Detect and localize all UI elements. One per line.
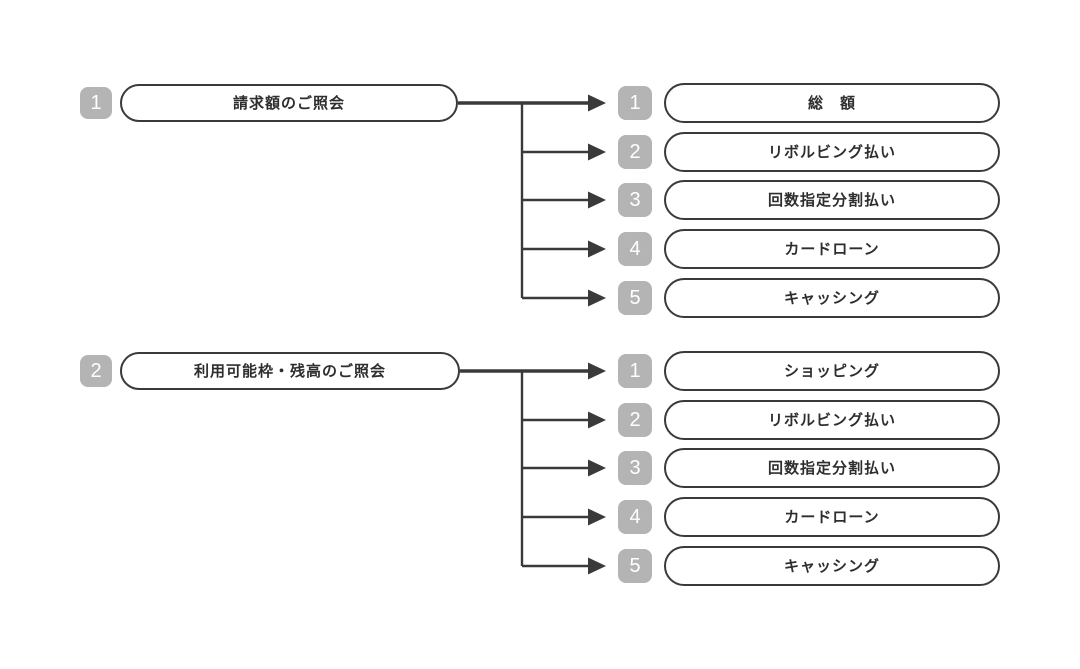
group-1-child-1-label: 総 額 <box>807 94 856 112</box>
group-2-child-1-label: ショッピング <box>783 362 880 380</box>
parent-1-number: 1 <box>90 92 102 114</box>
group-2-child-5-label: キャッシング <box>783 557 880 575</box>
group-2-child-4-number: 4 <box>629 506 641 528</box>
group-1-child-4-label: カードローン <box>784 240 880 258</box>
group-2-child-5-number: 5 <box>629 555 641 577</box>
arrowhead-icon <box>588 240 606 258</box>
group-2-child-3-box: 回数指定分割払い <box>664 448 1000 488</box>
group-1-child-3-number-badge: 3 <box>618 183 652 217</box>
group-2-child-5-number-badge: 5 <box>618 549 652 583</box>
group-2-child-1-number-badge: 1 <box>618 354 652 388</box>
arrowhead-icon <box>588 143 606 161</box>
group-2-child-5-box: キャッシング <box>664 546 1000 586</box>
group-1-child-2-label: リボルビング払い <box>767 143 896 161</box>
group-2-child-2-box: リボルビング払い <box>664 400 1000 440</box>
arrowhead-icon <box>588 289 606 307</box>
group-1-child-3-label: 回数指定分割払い <box>767 191 896 209</box>
group-2-child-4-label: カードローン <box>784 508 880 526</box>
arrowhead-icon <box>588 459 606 477</box>
parent-1-box: 請求額のご照会 <box>120 84 458 122</box>
parent-1-number-badge: 1 <box>80 87 112 119</box>
parent-1-label: 請求額のご照会 <box>232 94 345 112</box>
parent-2-number: 2 <box>90 360 102 382</box>
group-2-child-4-box: カードローン <box>664 497 1000 537</box>
group-1-child-3-number: 3 <box>629 189 641 211</box>
group-2-child-4-number-badge: 4 <box>618 500 652 534</box>
connector-group-2 <box>460 362 606 575</box>
group-1-child-2-number: 2 <box>629 141 641 163</box>
arrowhead-icon <box>588 508 606 526</box>
group-1-child-5-number: 5 <box>629 287 641 309</box>
group-1-child-3-box: 回数指定分割払い <box>664 180 1000 220</box>
group-1-child-2-number-badge: 2 <box>618 135 652 169</box>
group-2-child-1-box: ショッピング <box>664 351 1000 391</box>
group-2-child-3-label: 回数指定分割払い <box>767 459 896 477</box>
group-1-child-5-box: キャッシング <box>664 278 1000 318</box>
group-2-child-2-number-badge: 2 <box>618 403 652 437</box>
group-2-child-1-number: 1 <box>629 360 641 382</box>
parent-2-box: 利用可能枠・残高のご照会 <box>120 352 460 390</box>
group-1-child-1-number-badge: 1 <box>618 86 652 120</box>
arrowhead-icon <box>588 94 606 112</box>
connector-group-1 <box>458 94 606 307</box>
group-1-child-4-box: カードローン <box>664 229 1000 269</box>
arrowhead-icon <box>588 191 606 209</box>
group-2-child-3-number-badge: 3 <box>618 451 652 485</box>
group-1-child-4-number: 4 <box>629 238 641 260</box>
group-2-child-2-number: 2 <box>629 409 641 431</box>
group-2-child-3-number: 3 <box>629 457 641 479</box>
arrowhead-icon <box>588 557 606 575</box>
group-1-child-1-number: 1 <box>629 92 641 114</box>
parent-2-label: 利用可能枠・残高のご照会 <box>193 362 386 380</box>
group-1-child-2-box: リボルビング払い <box>664 132 1000 172</box>
group-1-child-5-label: キャッシング <box>783 289 880 307</box>
group-2-child-2-label: リボルビング払い <box>767 411 896 429</box>
parent-2-number-badge: 2 <box>80 355 112 387</box>
group-1-child-5-number-badge: 5 <box>618 281 652 315</box>
group-1-child-1-box: 総 額 <box>664 83 1000 123</box>
arrowhead-icon <box>588 362 606 380</box>
group-1-child-4-number-badge: 4 <box>618 232 652 266</box>
arrowhead-icon <box>588 411 606 429</box>
